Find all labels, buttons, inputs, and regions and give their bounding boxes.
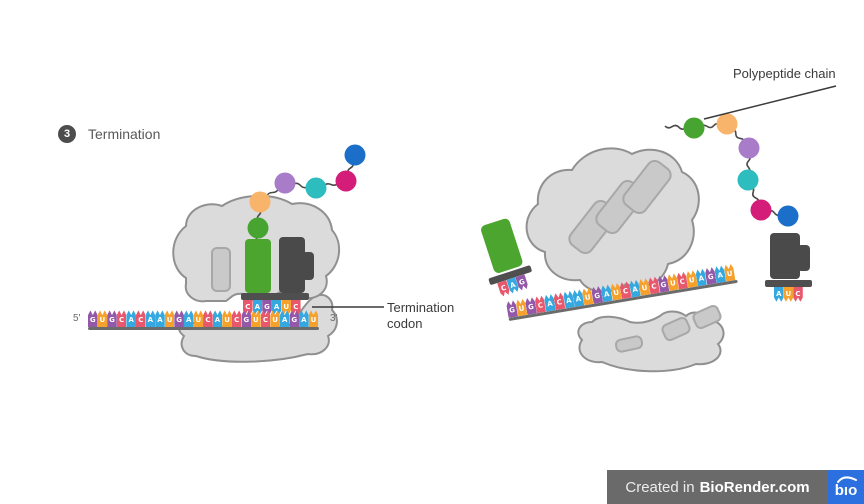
amino-acid-purple (274, 172, 296, 194)
credit-text: Created in (625, 478, 695, 496)
amino-acid-teal (737, 169, 759, 191)
credit-brand: BioRender.com (699, 478, 810, 496)
step-number-badge: 3 (58, 125, 76, 143)
release-factor-body (279, 237, 305, 293)
small-ribosomal-subunit-right (577, 310, 725, 373)
amino-acid-magenta (750, 199, 772, 221)
small-subunit-site-grooves (614, 305, 722, 353)
nucleotide-A: A (271, 300, 282, 315)
nucleotide-A: A (145, 310, 156, 327)
nucleotide-C: C (243, 300, 253, 315)
nucleotide-G: G (506, 300, 518, 318)
biorender-logo: bıo (828, 470, 864, 504)
peptide-bond-thread (345, 154, 356, 182)
logo-accent-swash (837, 476, 857, 483)
nucleotide-A: A (126, 310, 136, 327)
nucleotide-U: U (251, 310, 261, 327)
nucleotide-U: U (308, 310, 319, 327)
step-label: Termination (88, 126, 161, 142)
nucleotide-U: U (270, 310, 280, 327)
nucleotide-C: C (231, 310, 242, 327)
amino-acid-blue (344, 144, 366, 166)
peptide-bond-thread (284, 182, 317, 189)
amino-acid-green (247, 217, 269, 239)
nucleotide-U: U (222, 310, 232, 327)
nucleotide-U: U (164, 310, 175, 327)
large-ribosomal-subunit-right (525, 147, 700, 293)
p-site-trna (245, 239, 271, 293)
nucleotide-A: A (279, 310, 290, 327)
nucleotide-G: G (174, 310, 184, 327)
nucleotide-C: C (290, 300, 301, 315)
release-factor-bar-right (765, 280, 812, 287)
nucleotide-A: A (155, 310, 165, 327)
anticodon-stem-bar (241, 293, 309, 300)
termination-codon-label: Termination codon (387, 300, 455, 331)
amino-acid-purple (738, 137, 760, 159)
released-trna-body (479, 217, 524, 275)
peptide-bond-thread (746, 179, 762, 211)
logo-text: bıo (834, 482, 858, 499)
nucleotide-C: C (135, 310, 146, 327)
nucleotide-C: C (793, 287, 803, 302)
nucleotide-A: A (299, 310, 309, 327)
polypeptide-chain-label: Polypeptide chain (733, 66, 836, 81)
peptide-bond-thread (315, 179, 347, 190)
nucleotide-A: A (212, 310, 223, 327)
nucleotide-A: A (252, 300, 263, 315)
peptide-bond-thread (256, 201, 262, 229)
nucleotide-G: G (88, 310, 98, 327)
peptide-bond-thread (259, 182, 286, 203)
peptide-bond-thread (745, 147, 751, 181)
peptide-bond-thread (664, 124, 687, 130)
nucleotide-U: U (783, 287, 794, 302)
nucleotide-U: U (193, 310, 204, 327)
step-number: 3 (63, 128, 71, 140)
polypeptide-chain-leader-line (703, 85, 837, 120)
nucleotide-G: G (262, 300, 272, 315)
five-prime-label: 5' (73, 313, 81, 324)
biorender-credit-bar: Created in BioRender.com (607, 470, 828, 504)
release-factor-body-right (770, 233, 800, 279)
e-site-empty-slot (211, 247, 231, 292)
amino-acid-blue (777, 205, 799, 227)
nucleotide-G: G (289, 310, 300, 327)
amino-acid-magenta (335, 170, 357, 192)
mrna-backbone-left (88, 327, 319, 330)
nucleotide-C: C (116, 310, 127, 327)
amino-acid-orange (249, 191, 271, 213)
nucleotide-U: U (281, 300, 291, 315)
amino-acid-teal (305, 177, 327, 199)
large-subunit-site-grooves (568, 159, 672, 255)
nucleotide-U: U (97, 310, 108, 327)
amino-acid-green (683, 117, 705, 139)
three-prime-label: 3' (330, 313, 338, 324)
nucleotide-C: C (203, 310, 213, 327)
amino-acid-orange (716, 113, 738, 135)
release-factor-tab (302, 252, 314, 280)
nucleotide-G: G (241, 310, 252, 327)
peptide-bond-thread (726, 123, 750, 149)
nucleotide-A: A (774, 287, 784, 302)
nucleotide-C: C (260, 310, 271, 327)
peptide-bond-thread (760, 209, 789, 217)
release-factor-tab-right (797, 245, 810, 271)
nucleotide-A: A (183, 310, 194, 327)
polypeptide-chains (247, 113, 799, 248)
nucleotide-G: G (107, 310, 117, 327)
peptide-bond-thread (693, 122, 728, 130)
